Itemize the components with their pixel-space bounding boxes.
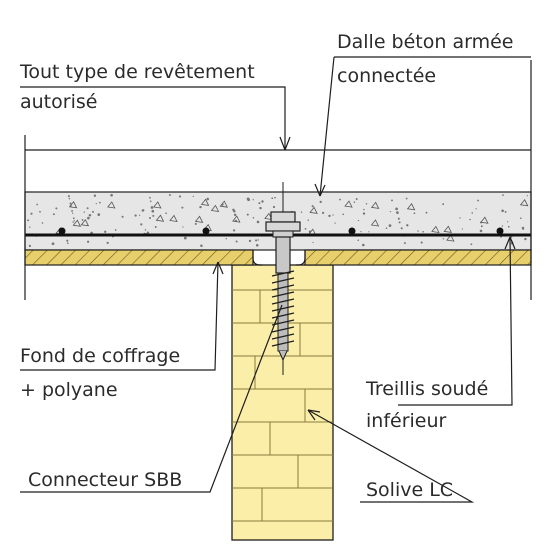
label-slab-line1: Dalle béton armée (337, 31, 513, 53)
label-formwork-line1: Fond de coffrage (20, 345, 180, 367)
label-formwork-line2: + polyane (20, 379, 118, 401)
label-connector: Connecteur SBB (28, 469, 182, 491)
boundary-lines (24, 60, 532, 300)
label-covering-line1: Tout type de revêtement (19, 61, 255, 83)
sbb-connector (265, 182, 301, 375)
label-mesh-line1: Treillis soudé (365, 378, 488, 400)
arrow-heads (212, 136, 516, 421)
label-slab-line2: connectée (337, 65, 436, 87)
leader-lines (20, 56, 531, 503)
formwork-board (24, 249, 532, 266)
label-mesh-line2: inférieur (366, 410, 447, 432)
label-joist: Solive LC (366, 479, 453, 501)
label-covering-line2: autorisé (20, 91, 97, 113)
